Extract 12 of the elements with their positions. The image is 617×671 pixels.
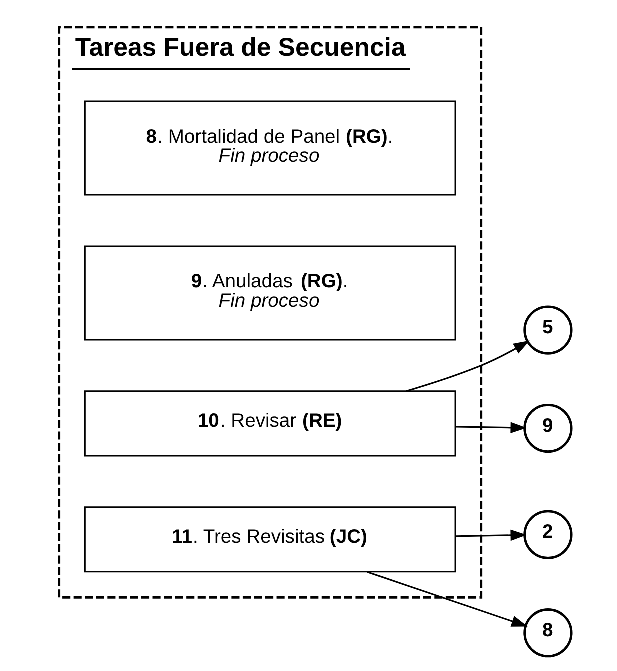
- arrow: [406, 340, 530, 392]
- node-circle: 9: [523, 404, 572, 454]
- node-box: 8. Mortalidad de Panel (RG). Fin proceso: [84, 100, 456, 196]
- node-circle: 2: [523, 510, 572, 560]
- node-box: 10. Revisar (RE): [84, 390, 456, 457]
- node-circle: 5: [523, 306, 572, 355]
- node-box: 11. Tres Revisitas (JC): [84, 506, 456, 573]
- arrow: [455, 530, 526, 542]
- arrow: [455, 422, 526, 434]
- node-box: 9. Anuladas (RG). Fin proceso: [84, 246, 456, 341]
- arrow: [366, 571, 528, 627]
- node-circle: 8: [523, 608, 572, 658]
